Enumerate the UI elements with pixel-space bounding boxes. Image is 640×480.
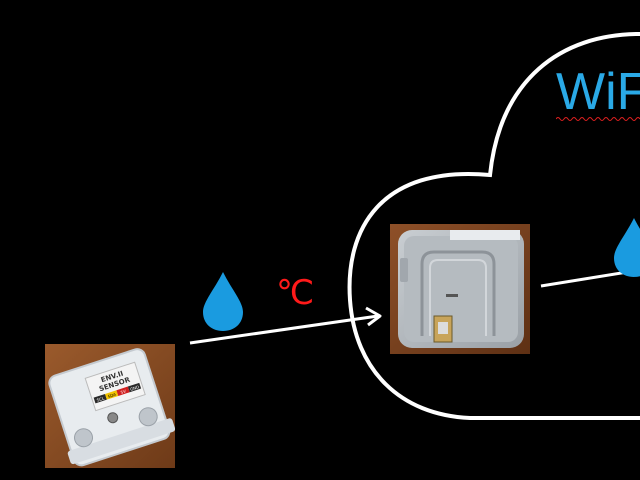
- sensor-pin-label: SDA: [107, 392, 117, 399]
- controller-hub-photo: [390, 224, 530, 354]
- temperature-icon: ℃: [276, 273, 315, 313]
- env-sensor-photo: ENV.II SENSOR SCL SDA 5V GND: [45, 344, 175, 468]
- arrow-line-sensor-to-hub: [189, 314, 379, 345]
- spellcheck-squiggle: [556, 117, 640, 121]
- arrow-head-sensor-to-hub: [365, 306, 382, 327]
- wifi-label: WiFi: [556, 63, 640, 121]
- water-drop-icon: [614, 218, 640, 277]
- cloud-outline: [347, 32, 640, 420]
- sensor-pin-label: 5V: [120, 388, 127, 394]
- sensor-pin-label: GND: [130, 384, 140, 392]
- sensor-pin-label: SCL: [96, 395, 105, 402]
- water-drop-icon: [203, 272, 243, 331]
